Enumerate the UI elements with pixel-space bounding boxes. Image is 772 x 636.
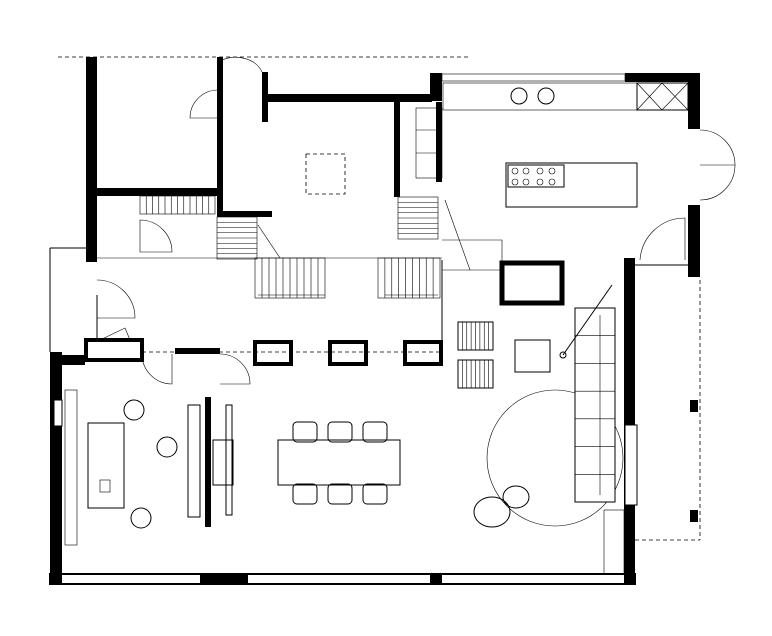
wall-north-pier: [430, 73, 442, 101]
door-swing: [699, 164, 736, 201]
dining-chair: [327, 421, 353, 443]
armchair: [514, 339, 551, 373]
wall-west-upper: [86, 57, 97, 262]
door-swing: [189, 89, 218, 119]
dining-chair: [327, 483, 353, 505]
wall-south-west-corner: [50, 355, 85, 365]
wall-south-pier: [200, 573, 248, 584]
sofa: [87, 422, 125, 509]
sink-icon: [510, 87, 528, 105]
dining-chair: [362, 421, 388, 443]
skylight: [305, 153, 346, 195]
chair-icon: [156, 436, 178, 458]
door-swing: [141, 353, 173, 385]
sofa: [574, 307, 616, 503]
lounge-area: [457, 284, 638, 575]
exterior-walls: [49, 57, 700, 585]
wall-south: [49, 573, 636, 585]
dining-chair: [292, 421, 318, 443]
kitchen: [415, 82, 689, 208]
dining-chair: [292, 483, 318, 505]
round-rug: [486, 389, 624, 527]
chair-icon: [123, 399, 145, 421]
wall-east-mid: [688, 205, 700, 277]
window: [624, 424, 638, 506]
column: [690, 400, 698, 412]
door-swing: [139, 219, 173, 253]
kitchen-counter: [442, 82, 689, 111]
chair-icon: [130, 507, 152, 529]
interior-walls: [49, 57, 701, 541]
stairs: [139, 195, 503, 299]
floor-lamp: [562, 284, 613, 356]
doors: [96, 57, 736, 385]
dining-area: [277, 421, 401, 505]
wall-west-lower: [50, 352, 62, 584]
dining-table: [277, 439, 401, 486]
appliance: [636, 82, 689, 111]
door-swing: [699, 129, 736, 166]
lounge-chair: [473, 496, 511, 528]
window: [53, 399, 63, 427]
cabinet: [415, 107, 443, 179]
kitchen-island: [505, 162, 638, 208]
dining-chair: [362, 483, 388, 505]
window-north: [441, 73, 626, 82]
fireplace: [212, 439, 234, 486]
wall-north-east: [625, 73, 700, 82]
cooktop-icon: [507, 164, 565, 188]
door-swing: [219, 353, 251, 385]
wall-east-lower: [624, 258, 635, 584]
sink-icon: [537, 87, 555, 105]
fireplace-wall: [205, 397, 211, 527]
door-swing: [221, 57, 263, 73]
door-swing: [639, 217, 686, 261]
bench: [64, 389, 78, 546]
living-area: [53, 389, 234, 546]
ottoman: [502, 485, 530, 509]
wall-east-upper: [688, 73, 700, 129]
door-swing: [99, 327, 131, 341]
planter: [603, 509, 625, 575]
wall-south-pier: [430, 573, 442, 584]
column: [690, 510, 698, 522]
door-swing: [96, 279, 136, 319]
tv-cabinet: [187, 404, 201, 518]
